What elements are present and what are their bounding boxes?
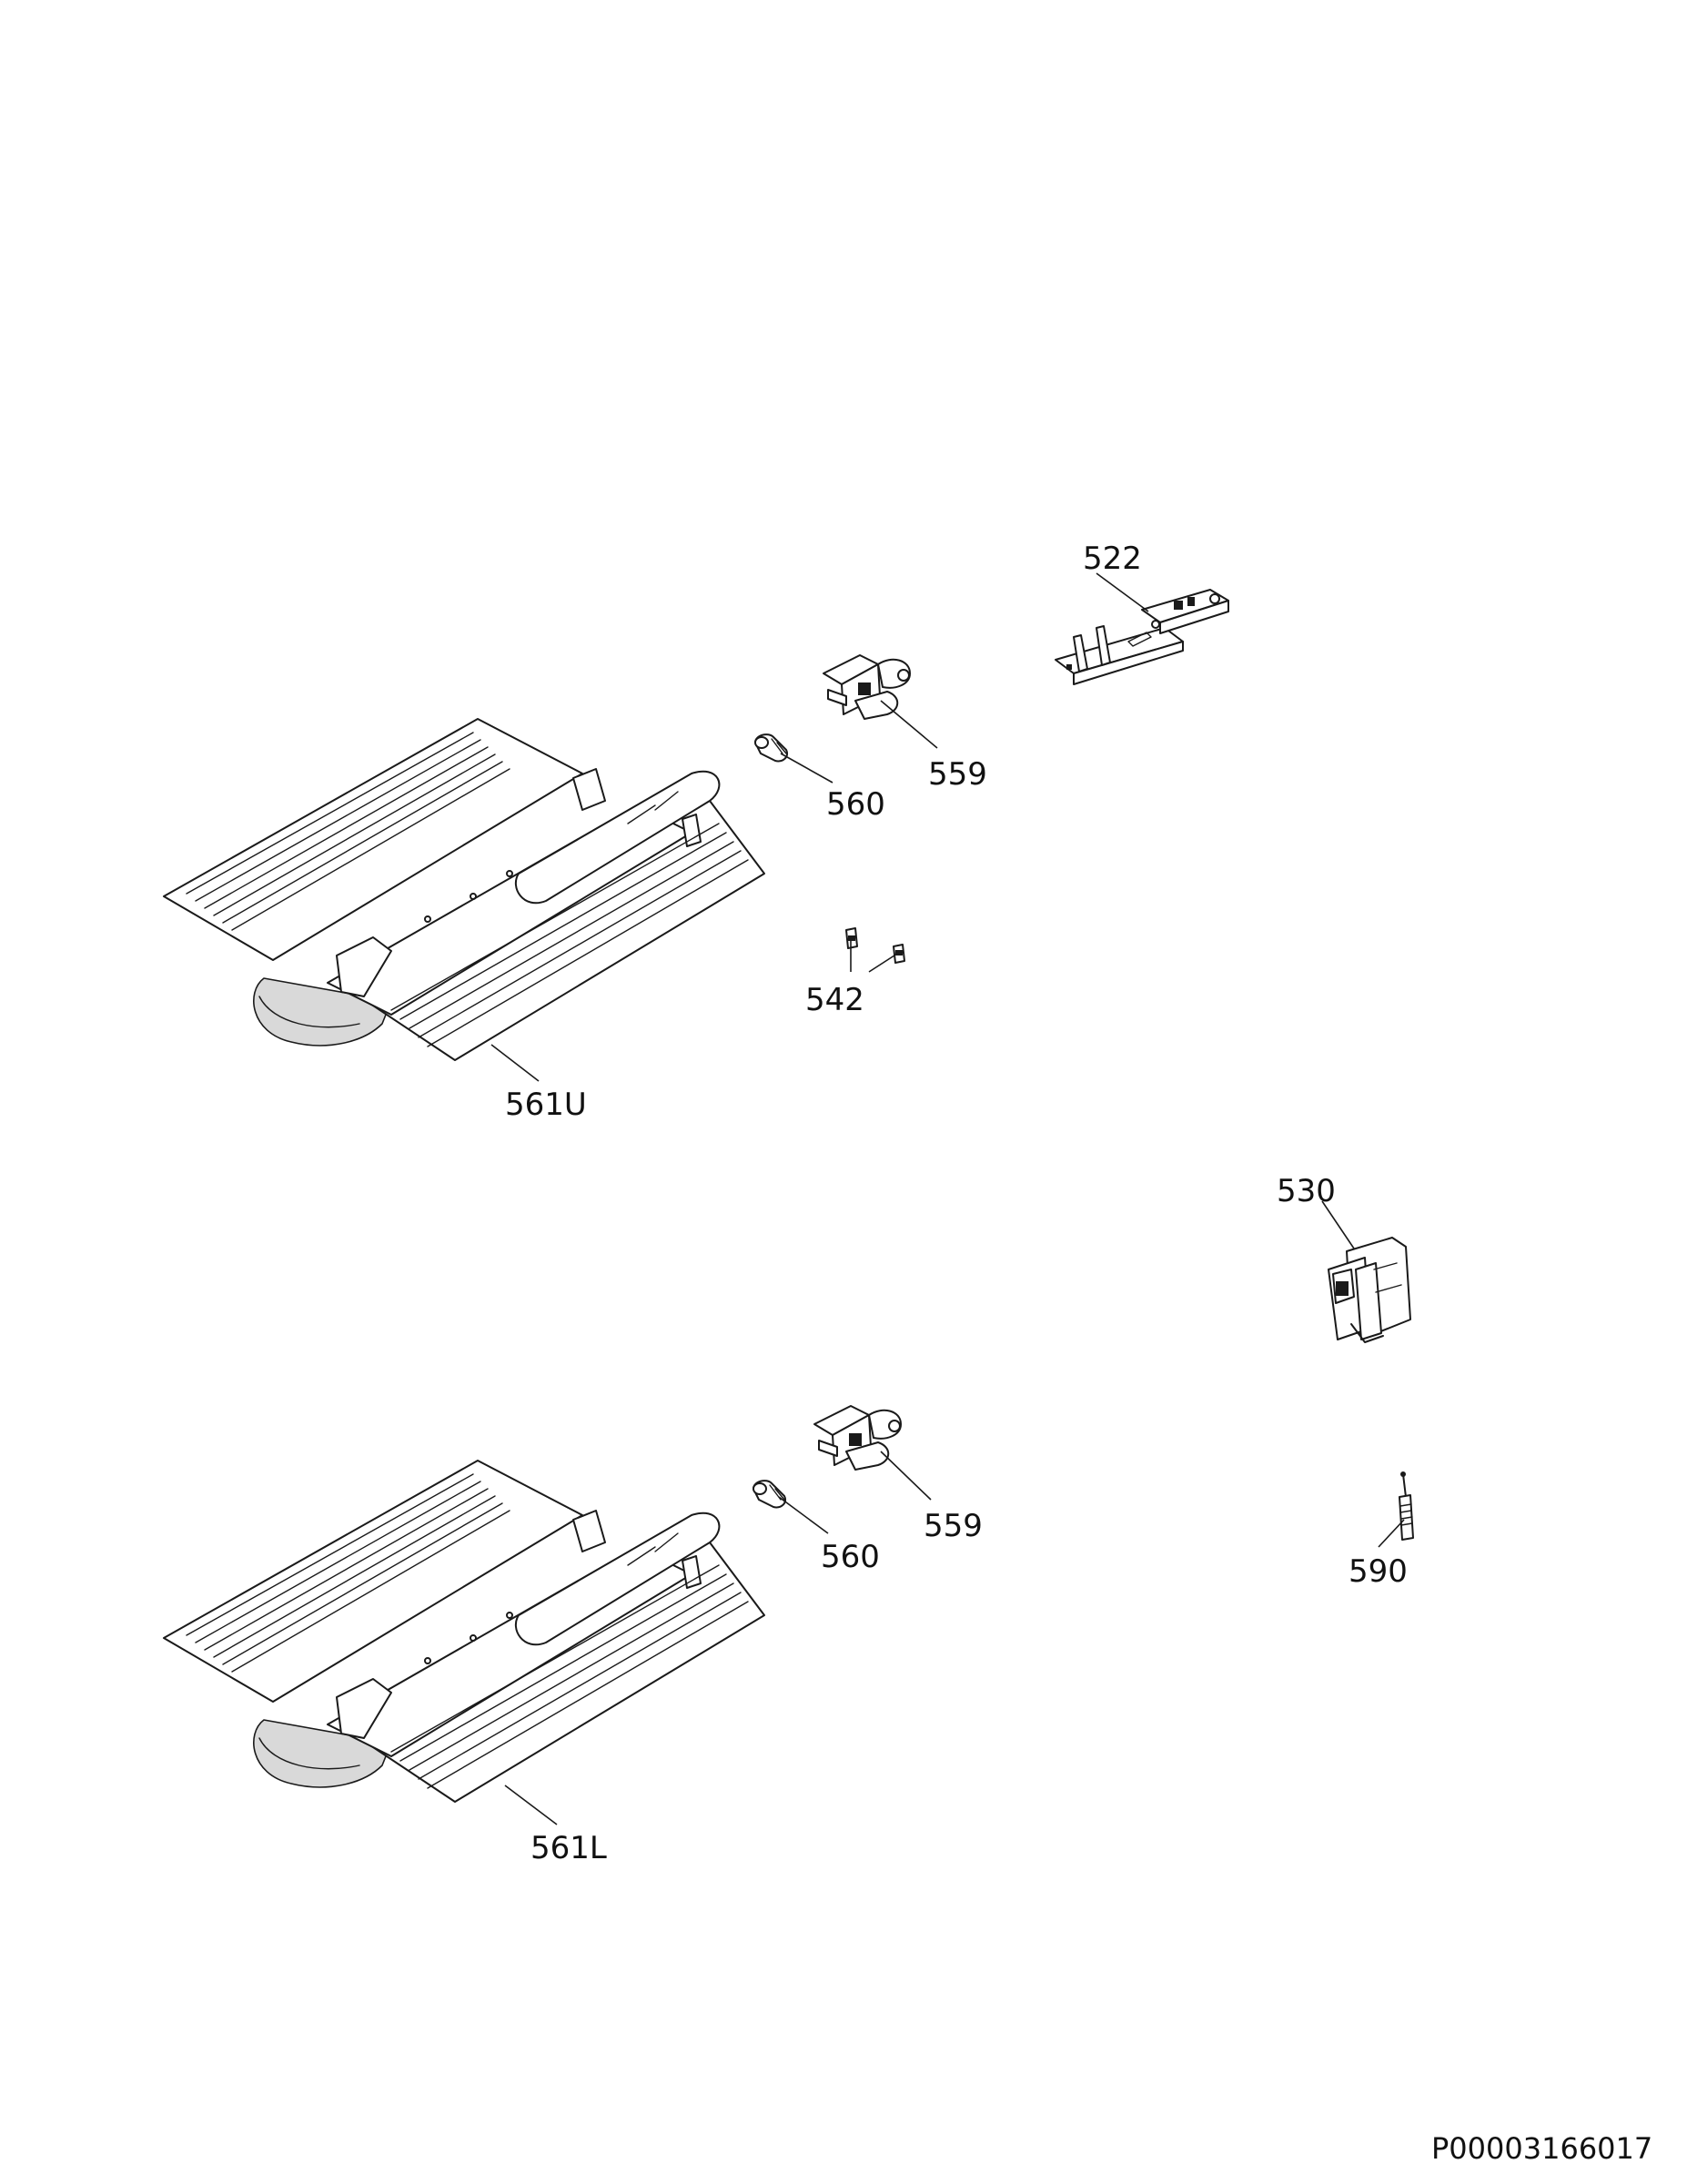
nozzle-560-top [754,733,789,763]
valve-559-bottom [813,1405,902,1471]
label-560-bottom: 560 [821,1539,880,1575]
lower-burner-561L [163,1460,765,1803]
ignition-electrode-590 [1399,1471,1414,1541]
label-560-top: 560 [826,786,885,823]
label-559-bottom: 559 [924,1508,983,1544]
ignition-module-530 [1328,1237,1411,1343]
valve-559-top [823,654,911,720]
label-522: 522 [1083,541,1142,577]
drawing-code: P00003166017 [1431,2131,1652,2166]
label-561L: 561L [530,1830,607,1866]
nozzle-560-bottom [753,1480,787,1509]
bracket-522 [1055,589,1229,685]
label-590: 590 [1349,1553,1408,1590]
label-542: 542 [805,982,864,1018]
label-561U: 561U [505,1087,587,1123]
leader-lines [490,572,1405,1825]
label-559-top: 559 [928,756,987,793]
label-530: 530 [1277,1173,1336,1209]
clips-542 [845,927,905,964]
upper-burner-561U [163,718,765,1061]
